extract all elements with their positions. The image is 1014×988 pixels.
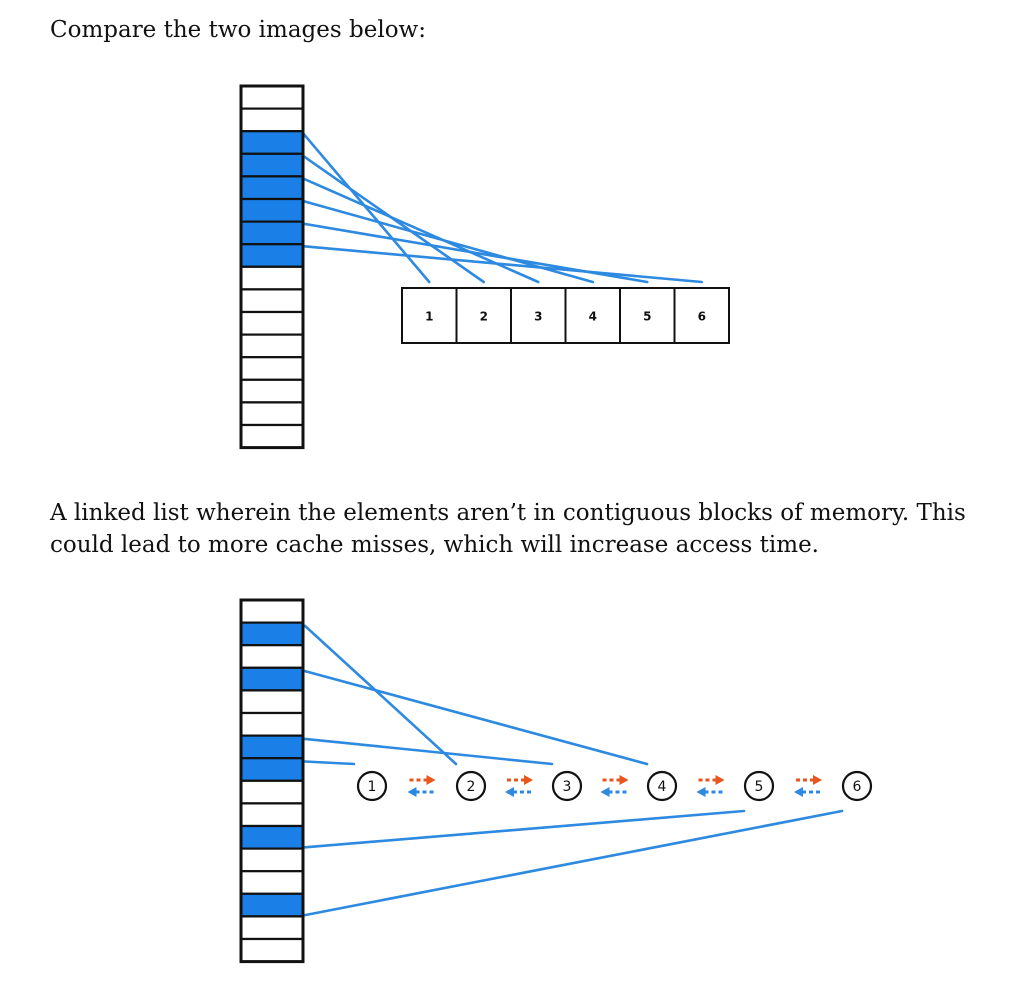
array-element-box-2 bbox=[455, 287, 512, 344]
array-element-label: 3 bbox=[534, 310, 542, 324]
prev-arrow-5-head bbox=[696, 787, 706, 797]
linked-list-node-label: 3 bbox=[563, 779, 572, 795]
array-element-box-3 bbox=[510, 287, 567, 344]
array-memory-cell-12 bbox=[239, 333, 305, 359]
linked-list-memory-column bbox=[239, 598, 305, 964]
linked-list-nodes: 1 2 3 4 5 6 bbox=[356, 770, 873, 802]
linked-list-node-5 bbox=[743, 770, 775, 802]
array-memory-border bbox=[239, 84, 305, 450]
array-element-label: 1 bbox=[425, 310, 433, 324]
prev-arrow-3-head bbox=[505, 787, 514, 797]
linked-list-memory-cell-2-used bbox=[239, 621, 305, 647]
linked-list-memory-cell-13 bbox=[239, 870, 305, 895]
linked-list-memory-cell-15 bbox=[239, 915, 305, 941]
linked-list-memory-border bbox=[239, 598, 305, 964]
array-memory-cell-7-used bbox=[239, 220, 305, 246]
linked-list-link-line-4 bbox=[303, 669, 649, 766]
array-element-box-1 bbox=[401, 287, 458, 344]
array-element-label: 4 bbox=[589, 310, 597, 324]
linked-list-memory-cell-1 bbox=[239, 598, 305, 624]
prev-arrow-6-head bbox=[794, 787, 803, 797]
linked-list-link-line-2 bbox=[303, 624, 458, 766]
linked-list-link-line-6 bbox=[303, 809, 844, 917]
linked-list-memory-cell-9 bbox=[239, 779, 305, 805]
array-element-label: 2 bbox=[480, 310, 488, 324]
linked-list-caption: A linked list wherein the elements aren’… bbox=[50, 500, 966, 558]
array-element-box-6 bbox=[673, 287, 730, 344]
array-memory-cell-11 bbox=[239, 310, 305, 336]
linked-list-memory-cell-16 bbox=[239, 937, 305, 963]
array-memory-cell-6-used bbox=[239, 197, 305, 223]
linked-list-memory-cell-7-used bbox=[239, 734, 305, 760]
linked-list-node-label: 1 bbox=[368, 779, 377, 795]
linked-list-node-6 bbox=[841, 770, 873, 802]
linked-list-node-4 bbox=[646, 770, 678, 802]
array-memory-cell-1 bbox=[239, 84, 305, 110]
array-memory-column bbox=[239, 84, 305, 450]
array-memory-cell-5-used bbox=[239, 175, 305, 201]
intro-text: Compare the two images below: bbox=[50, 17, 426, 43]
array-memory-cell-15 bbox=[239, 401, 305, 427]
array-element-label: 5 bbox=[643, 310, 651, 324]
array-link-lines bbox=[301, 131, 704, 284]
linked-list-node-3 bbox=[551, 770, 583, 802]
linked-list-node-2 bbox=[455, 770, 487, 802]
linked-list-memory-cell-8-used bbox=[239, 757, 305, 782]
array-element-box-5 bbox=[619, 287, 676, 344]
linked-list-memory-cell-14-used bbox=[239, 892, 305, 918]
next-arrow-2-head bbox=[524, 775, 533, 785]
array-memory-cell-8-used bbox=[239, 243, 305, 268]
prev-arrow-2-head bbox=[407, 787, 417, 797]
array-memory-cell-3-used bbox=[239, 130, 305, 155]
linked-list-memory-cell-12 bbox=[239, 847, 305, 873]
array-memory-cell-10 bbox=[239, 288, 305, 314]
linked-list-memory-cell-6 bbox=[239, 711, 305, 737]
linked-list-node-label: 5 bbox=[755, 779, 764, 795]
next-arrow-3-head bbox=[619, 775, 629, 785]
prev-arrow-4-head bbox=[600, 787, 610, 797]
next-arrow-1-head bbox=[426, 775, 436, 785]
array-elements: 1 2 3 4 5 6 bbox=[401, 287, 730, 344]
array-link-line-4 bbox=[301, 199, 595, 284]
array-memory-cell-2 bbox=[239, 107, 305, 133]
linked-list-pointer-arrows bbox=[407, 775, 822, 797]
array-memory-cell-14 bbox=[239, 378, 305, 404]
array-memory-cell-4-used bbox=[239, 152, 305, 178]
linked-list-memory-cell-5 bbox=[239, 689, 305, 715]
linked-list-node-label: 4 bbox=[658, 779, 667, 795]
next-arrow-4-head bbox=[715, 775, 725, 785]
array-memory-cell-9 bbox=[239, 265, 305, 291]
linked-list-node-label: 6 bbox=[853, 779, 862, 795]
array-memory-cell-16 bbox=[239, 423, 305, 449]
linked-list-memory-cell-11-used bbox=[239, 824, 305, 850]
linked-list-link-line-5 bbox=[303, 809, 746, 849]
array-memory-cell-13 bbox=[239, 356, 305, 381]
linked-list-link-line-3 bbox=[303, 737, 554, 766]
array-link-line-6 bbox=[301, 244, 704, 284]
array-memory-diagram: 1 2 3 4 5 6 bbox=[239, 84, 730, 450]
linked-list-memory-cell-10 bbox=[239, 802, 305, 828]
linked-list-node-label: 2 bbox=[467, 779, 476, 795]
linked-list-memory-cell-4-used bbox=[239, 666, 305, 692]
next-arrow-5-head bbox=[813, 775, 822, 785]
array-element-label: 6 bbox=[698, 310, 706, 324]
linked-list-link-line-1 bbox=[303, 760, 356, 766]
linked-list-link-lines bbox=[303, 624, 844, 917]
linked-list-node-1 bbox=[356, 770, 388, 802]
linked-list-memory-cell-3 bbox=[239, 644, 305, 669]
